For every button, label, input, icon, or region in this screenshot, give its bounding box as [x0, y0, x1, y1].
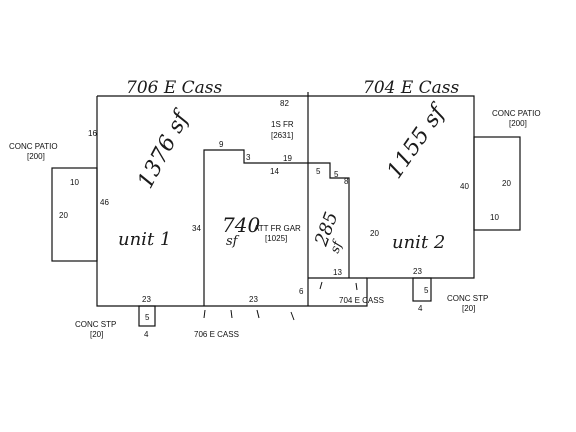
- dim-46: 46: [100, 198, 109, 207]
- dim-23-left: 23: [142, 295, 151, 304]
- garage-area: [1025]: [265, 234, 287, 243]
- right-patio: [473, 136, 521, 231]
- garage-label: ATT FR GAR: [254, 224, 301, 233]
- right-step-area: [20]: [462, 304, 475, 313]
- dim-23-right: 23: [413, 267, 422, 276]
- dim-3: 3: [246, 153, 251, 162]
- dimension-labels: 82 16 46 10 20 9 3 19 14 34 5 5 8 20 13 …: [59, 99, 511, 339]
- dim-10-right: 10: [490, 213, 499, 222]
- dim-5-a: 5: [316, 167, 321, 176]
- frame-section-area: [2631]: [271, 131, 293, 140]
- dim-23-mid: 23: [249, 295, 258, 304]
- right-step: [412, 277, 432, 302]
- dim-4-step-right: 4: [418, 304, 423, 313]
- dim-9: 9: [219, 140, 224, 149]
- garage-outline: [203, 149, 308, 306]
- dim-19: 19: [283, 154, 292, 163]
- right-step-label: CONC STP: [447, 294, 488, 303]
- area-285-unit: sf: [328, 237, 347, 255]
- left-step: [138, 305, 156, 327]
- dim-10-left: 10: [70, 178, 79, 187]
- right-patio-area: [200]: [509, 119, 527, 128]
- dim-5-b: 5: [334, 170, 339, 179]
- dim-5-step-left: 5: [145, 313, 150, 322]
- unit-1-label: unit 1: [118, 229, 171, 250]
- address-704-handwritten: 704 E Cass: [363, 78, 460, 98]
- left-step-area: [20]: [90, 330, 103, 339]
- left-patio-area: [200]: [27, 152, 45, 161]
- address-706-handwritten: 706 E Cass: [126, 78, 223, 98]
- street-ticks-704: [319, 281, 358, 291]
- dim-20-right: 20: [502, 179, 511, 188]
- unit-2-label: unit 2: [392, 232, 445, 253]
- dim-16: 16: [88, 129, 97, 138]
- area-740-unit: sf: [226, 234, 240, 249]
- dim-4-step-left: 4: [144, 330, 149, 339]
- area-1376-sf: 1376 sf: [133, 105, 196, 193]
- left-step-label: CONC STP: [75, 320, 116, 329]
- right-patio-label: CONC PATIO: [492, 109, 541, 118]
- dim-6: 6: [299, 287, 304, 296]
- unit2-bay-outline: [308, 162, 350, 278]
- dim-5-step-right: 5: [424, 286, 429, 295]
- dim-8: 8: [344, 177, 349, 186]
- dim-14: 14: [270, 167, 279, 176]
- left-patio: [51, 167, 98, 262]
- dim-20-mid: 20: [370, 229, 379, 238]
- area-1155-sf: 1155 sf: [382, 98, 452, 183]
- dim-13: 13: [333, 268, 342, 277]
- dim-82: 82: [280, 99, 289, 108]
- dim-34: 34: [192, 224, 201, 233]
- dim-40: 40: [460, 182, 469, 191]
- street-label-706: 706 E CASS: [194, 330, 239, 339]
- frame-section-label: 1S FR: [271, 120, 294, 129]
- dim-20-left: 20: [59, 211, 68, 220]
- left-patio-label: CONC PATIO: [9, 142, 58, 151]
- street-ticks-706: [203, 309, 295, 321]
- area-740: 740: [222, 213, 260, 237]
- street-label-704: 704 E CASS: [339, 296, 384, 305]
